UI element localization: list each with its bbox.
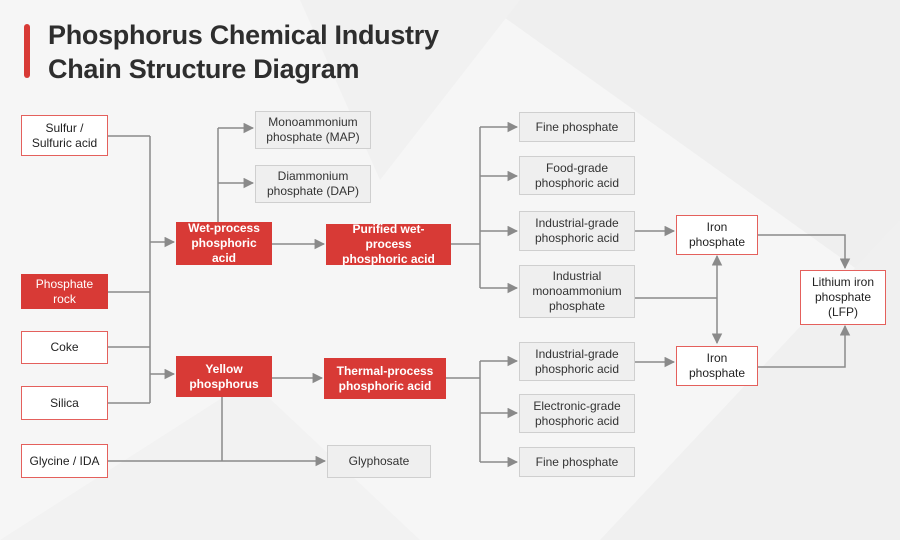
diagram-title-line-1: Phosphorus Chemical Industry [48, 20, 439, 50]
node-silica: Silica [21, 386, 108, 420]
node-fine-phosphate-2: Fine phosphate [519, 447, 635, 477]
node-electronic-acid: Electronic-grade phosphoric acid [519, 394, 635, 433]
node-industrial-map: Industrial monoammonium phosphate [519, 265, 635, 318]
node-industrial-acid-1: Industrial-grade phosphoric acid [519, 211, 635, 251]
node-purified-acid: Purified wet-process phosphoric acid [326, 222, 451, 266]
node-fine-phosphate-1: Fine phosphate [519, 112, 635, 142]
node-glycine: Glycine / IDA [21, 444, 108, 478]
node-coke: Coke [21, 331, 108, 364]
node-map: Monoammonium phosphate (MAP) [255, 111, 371, 149]
node-dap: Diammonium phosphate (DAP) [255, 165, 371, 203]
node-lfp: Lithium iron phosphate (LFP) [800, 270, 886, 325]
node-yellow-phosphorus: Yellow phosphorus [176, 356, 272, 397]
node-iron-phosphate-2: Iron phosphate [676, 346, 758, 386]
title-accent-bar [24, 24, 30, 78]
node-sulfur: Sulfur / Sulfuric acid [21, 115, 108, 156]
node-phosphate-rock: Phosphate rock [21, 274, 108, 309]
node-industrial-acid-2: Industrial-grade phosphoric acid [519, 342, 635, 381]
node-iron-phosphate-1: Iron phosphate [676, 215, 758, 255]
node-thermal-acid: Thermal-process phosphoric acid [324, 358, 446, 399]
diagram-title-line-2: Chain Structure Diagram [48, 54, 360, 84]
node-wet-process-acid: Wet-process phosphoric acid [176, 221, 272, 265]
node-food-grade-acid: Food-grade phosphoric acid [519, 156, 635, 195]
node-glyphosate: Glyphosate [327, 445, 431, 478]
